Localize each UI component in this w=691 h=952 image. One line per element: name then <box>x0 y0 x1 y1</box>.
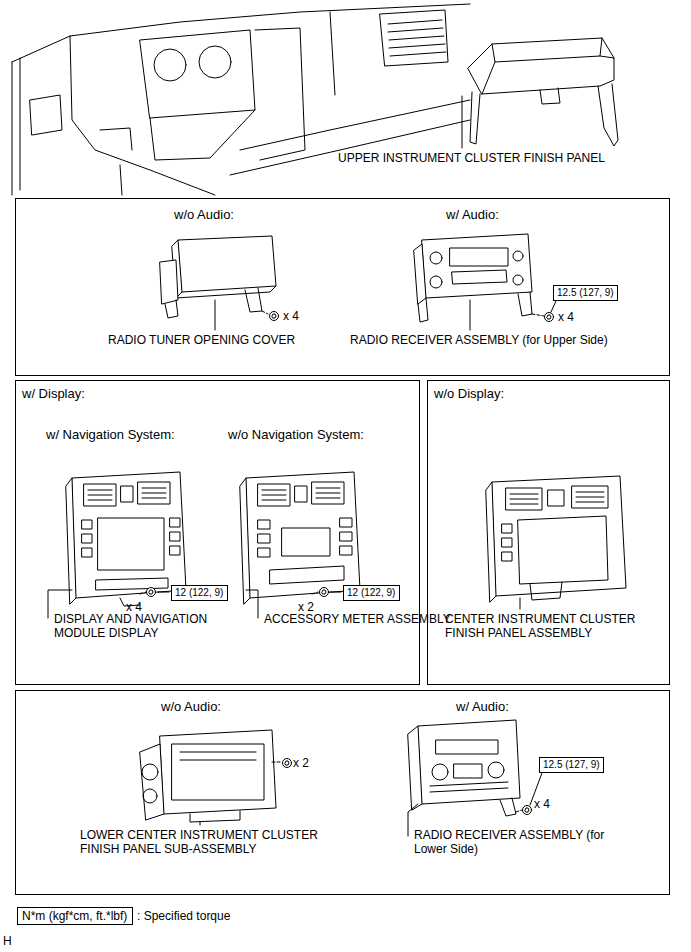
torque-value: 12 (122, 9) <box>343 585 400 601</box>
bolt-count: x 4 <box>558 310 574 324</box>
variant-panel: w/o Audio: w/ Audio: 12.5 (127, 9) <box>15 690 670 895</box>
bolt-count: x 2 <box>298 600 314 614</box>
part-name: ACCESSORY METER ASSEMBLY <box>264 612 451 626</box>
torque-value: 12 (122, 9) <box>171 585 228 601</box>
torque-unit-sample: N*m (kgf*cm, ft.*lbf) <box>17 907 133 925</box>
part-name: RADIO TUNER OPENING COVER <box>108 333 295 347</box>
display-navigation-drawing <box>48 472 186 618</box>
torque-text: 12 (122, 9) <box>347 587 396 599</box>
part-name: DISPLAY AND NAVIGATION MODULE DISPLAY <box>54 612 229 640</box>
lower-center-panel-drawing <box>140 730 282 825</box>
part-name: CENTER INSTRUMENT CLUSTER FINISH PANEL A… <box>445 612 650 640</box>
variant-heading: w/ Navigation System: <box>46 427 175 442</box>
variant-heading: w/ Display: <box>22 386 85 401</box>
bolt-count: x 2 <box>293 756 309 770</box>
variant-heading: w/ Audio: <box>446 207 499 222</box>
variant-heading: w/o Navigation System: <box>228 427 364 442</box>
variant-heading: w/o Audio: <box>174 207 234 222</box>
variant-heading: w/ Audio: <box>456 699 509 714</box>
torque-value: 12.5 (127, 9) <box>539 757 604 773</box>
variant-heading: w/o Audio: <box>161 699 221 714</box>
torque-text: 12.5 (127, 9) <box>557 287 614 299</box>
bolt-symbol <box>147 312 554 815</box>
torque-text: 12 (122, 9) <box>175 587 224 599</box>
bolt-count: x 4 <box>283 309 299 323</box>
center-finish-panel-drawing <box>486 476 626 609</box>
torque-value: 12.5 (127, 9) <box>553 285 618 301</box>
legend-text: : Specified torque <box>137 909 230 923</box>
figure-code: H <box>3 934 12 948</box>
torque-leader <box>530 301 556 805</box>
radio-tuner-cover-drawing <box>160 236 276 330</box>
variant-panel: w/o Audio: w/ Audio: 12.5 (127, 9) <box>15 198 670 376</box>
torque-text: N*m (kgf*cm, ft.*lbf) <box>22 909 128 923</box>
accessory-meter-drawing <box>240 472 360 618</box>
part-name: LOWER CENTER INSTRUMENT CLUSTER FINISH P… <box>80 828 330 856</box>
upper-finish-panel-drawing <box>462 38 618 148</box>
part-name: RADIO RECEIVER ASSEMBLY (for Upper Side) <box>350 333 608 347</box>
variant-heading: w/o Display: <box>434 386 504 401</box>
radio-receiver-upper-drawing <box>414 234 544 330</box>
radio-receiver-lower-drawing <box>408 720 522 836</box>
torque-text: 12.5 (127, 9) <box>543 759 600 771</box>
part-name: RADIO RECEIVER ASSEMBLY (for Lower Side) <box>414 828 609 856</box>
bolt-count: x 4 <box>126 600 142 614</box>
part-name: UPPER INSTRUMENT CLUSTER FINISH PANEL <box>338 151 605 165</box>
instrument-panel-drawing <box>12 4 470 195</box>
bolt-count: x 4 <box>534 797 550 811</box>
